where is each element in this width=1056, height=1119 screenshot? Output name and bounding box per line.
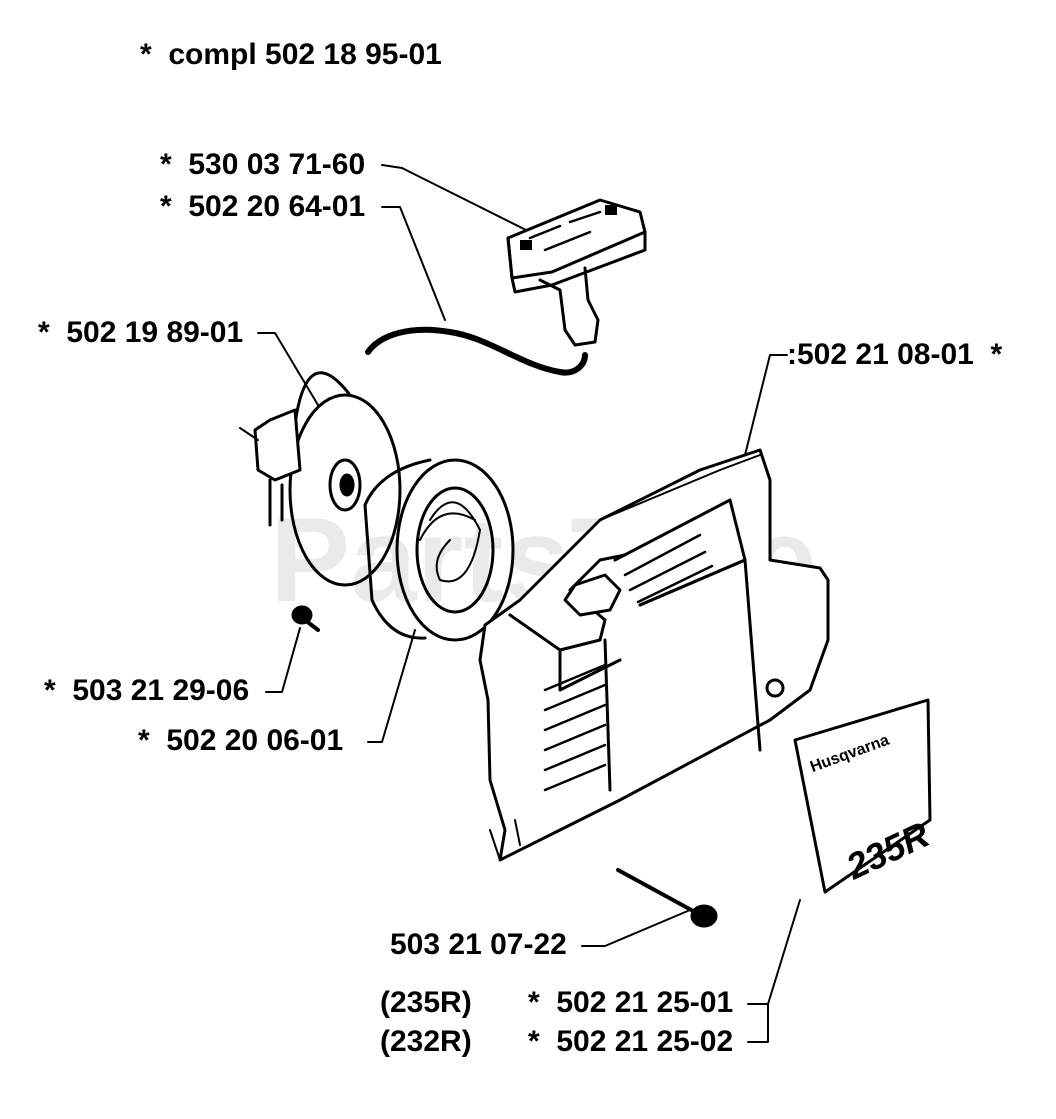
label-530037160: * 530 03 71-60 [160,148,366,181]
cover-bolt [616,868,718,928]
leader-rope [381,206,446,321]
leader-bolt [581,909,691,947]
leader-handle [381,164,531,233]
label-502210801: :502 21 08-01 * [787,338,1003,371]
leader-screw-small [265,627,301,693]
label-compl: * compl 502 18 95-01 [140,38,442,71]
label-502212502: * 502 21 25-02 [528,1025,734,1058]
label-502212501: * 502 21 25-01 [528,986,734,1019]
starter-pulley [239,371,402,587]
decal [793,698,932,894]
starter-handle [506,198,647,347]
starter-cover [478,448,830,862]
label-variant-235r: (235R) [380,986,472,1019]
leader-cover [744,354,788,456]
label-502206401: * 502 20 64-01 [160,190,366,223]
leader-pulley [257,332,319,406]
starter-rope [365,326,588,376]
label-502198901: * 502 19 89-01 [38,316,244,349]
spring-housing [363,458,515,642]
label-503212906: * 503 21 29-06 [44,674,250,707]
leader-decal-bracket [747,1003,769,1043]
leader-spring-housing [367,629,416,743]
screw-small [291,605,320,632]
label-502200601: * 502 20 06-01 [138,724,344,757]
leader-lines [257,164,801,1043]
label-503210722: 503 21 07-22 [390,928,567,961]
label-variant-232r: (232R) [380,1025,472,1058]
leader-decal [747,899,801,1005]
